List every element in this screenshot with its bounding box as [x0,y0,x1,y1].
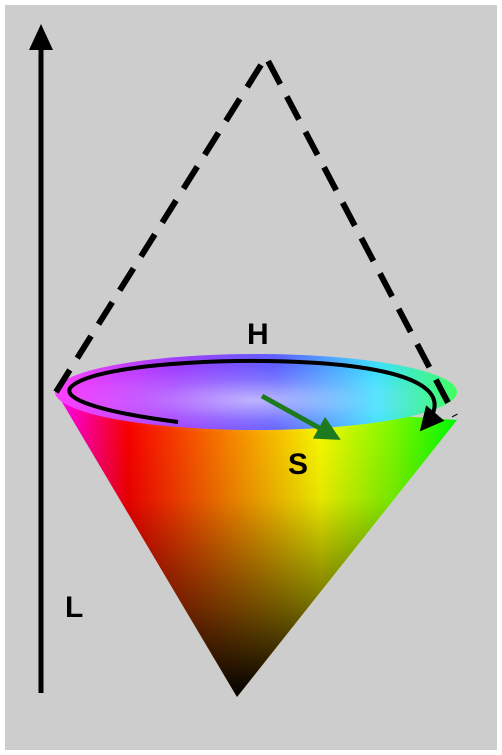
hue-label: H [247,318,269,351]
dashed-cone-outline [53,50,458,418]
lightness-label: L [65,591,83,624]
saturation-arrow [260,393,341,440]
hue-arrow [67,358,445,432]
color-cone [55,354,457,697]
lightness-axis-arrowhead [29,24,53,50]
saturation-label: S [288,448,308,481]
